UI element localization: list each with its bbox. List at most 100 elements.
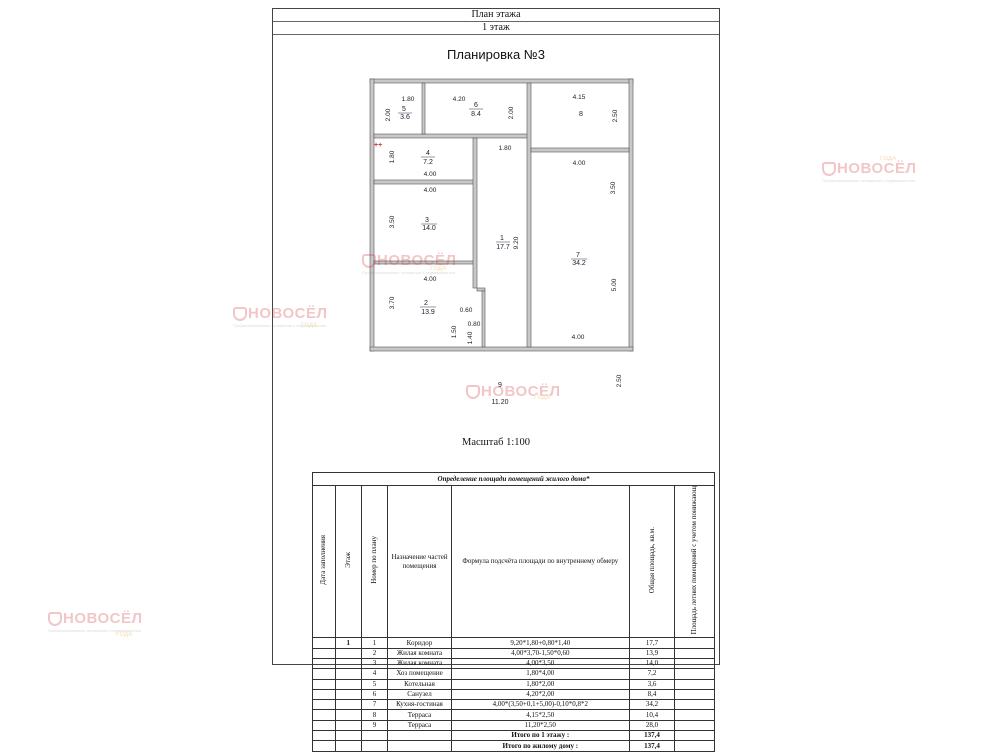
row-formula: 11,20*2,50: [450, 719, 630, 732]
layout-title: Планировка №3: [447, 47, 545, 62]
watermark-years: ГОДА: [301, 323, 318, 329]
floor-label: 1 этаж: [273, 22, 719, 35]
area-table: Определение площади помещений жилого дом…: [312, 472, 715, 752]
total-house-value: 137,4: [628, 740, 676, 752]
watermark-tagline: Профессиональные отношения с недвижимост…: [48, 628, 142, 633]
dim: 9.20: [513, 236, 520, 249]
row-num: 5: [360, 678, 389, 690]
total-floor-label: Итого по 1 этажу :: [450, 730, 630, 742]
sheet-title: План этажа: [273, 9, 719, 22]
row-num: 8: [360, 709, 389, 721]
dim: 3.50: [389, 215, 396, 228]
house-icon: [822, 161, 836, 176]
dimensions: 1.80 4.20 2.00 2.00 4.15 2.50 1.80 1.80 …: [385, 94, 623, 387]
watermark-logo: НОВОСЁЛ Профессиональные отношения с нед…: [233, 305, 328, 329]
watermark-logo: НОВОСЁЛ Профессиональные отношения с нед…: [822, 156, 917, 183]
row-name: Жилая комната: [387, 647, 452, 659]
dim: 0.80: [468, 321, 481, 328]
dim: 5.00: [611, 278, 618, 291]
dim: 4.20: [453, 96, 466, 103]
total-house-row: Итого по жилому дому :137,4: [312, 740, 715, 752]
table-caption: Определение площади помещений жилого дом…: [312, 472, 715, 486]
total-house-label: Итого по жилому дому :: [450, 740, 630, 752]
row-formula: 4,00*3,50: [450, 657, 630, 670]
row-num: 3: [360, 657, 389, 670]
row-area: 14,0: [628, 657, 676, 670]
col-purpose: Назначение частей помещения: [387, 484, 452, 639]
total-floor-value: 137,4: [628, 730, 676, 742]
watermark-brand: НОВОСЁЛ: [63, 610, 143, 627]
col-floor: Этаж: [343, 552, 352, 569]
row-name: Котельная: [387, 678, 452, 690]
watermark-tagline: Профессиональные отношения с недвижимост…: [362, 270, 456, 275]
room-6-area: 8.4: [471, 111, 481, 118]
row-name: Кухня-гостиная: [387, 699, 452, 711]
dim: 4.00: [424, 276, 437, 283]
row-name: Коридор: [387, 637, 452, 649]
row-area: 28,0: [628, 719, 676, 732]
dim: 1.40: [467, 331, 474, 344]
house-icon: [48, 611, 62, 626]
row-formula: 4,15*2,50: [450, 709, 630, 721]
dim: 3.50: [610, 181, 617, 194]
row-area: 3,6: [628, 678, 676, 690]
room-1-num: 1: [500, 235, 504, 242]
row-formula: 1,80*4,00: [450, 668, 630, 680]
house-icon: [233, 306, 247, 321]
room-4-num: 4: [426, 150, 430, 157]
room-2-num: 2: [424, 300, 428, 307]
room-labels: 5 3.6 6 8.4 8 4 7.2 3 14.0 2 13.9 1 17.7…: [398, 102, 587, 406]
watermark-years: ГОДА: [430, 266, 447, 272]
house-icon: [466, 384, 480, 399]
row-area: 13,9: [628, 647, 676, 659]
dim: 2.00: [508, 106, 515, 119]
row-name: Жилая комната: [387, 657, 452, 670]
room-7-num: 7: [576, 252, 580, 259]
room-5-area: 3.6: [400, 114, 410, 121]
floor-cell: 1: [334, 637, 362, 649]
dim: 2.50: [616, 374, 623, 387]
watermark-tagline: Профессиональные отношения с недвижимост…: [233, 323, 327, 328]
row-name: Хоз помещение: [387, 668, 452, 680]
watermark-years: ГОДА: [534, 395, 551, 401]
room-1-area: 17.7: [496, 244, 510, 251]
watermark-brand: НОВОСЁЛ: [481, 383, 561, 400]
row-formula: 1,80*2,00: [450, 678, 630, 690]
dim: 2.00: [385, 108, 392, 121]
watermark-brand: НОВОСЁЛ: [377, 252, 457, 269]
row-area: 17,7: [628, 637, 676, 649]
dim: 0.60: [460, 307, 473, 314]
room-4-area: 7.2: [423, 159, 433, 166]
scale-label: Масштаб 1:100: [461, 437, 530, 448]
dim: 3.70: [389, 296, 396, 309]
watermark-years: ГОДА: [116, 632, 133, 638]
col-num: Номер по плану: [370, 536, 378, 585]
dim: 4.00: [424, 171, 437, 178]
row-area: 10,4: [628, 709, 676, 721]
dim: 1.50: [451, 325, 458, 338]
dim: 4.00: [572, 334, 585, 341]
watermark-logo: НОВОСЁЛ ГОДА: [466, 383, 561, 401]
row-area: 7,2: [628, 668, 676, 680]
room-3-num: 3: [425, 217, 429, 224]
room-7-area: 34.2: [572, 260, 586, 267]
row-num: 2: [360, 647, 389, 659]
watermark-brand: НОВОСЁЛ: [837, 160, 917, 177]
row-num: 6: [360, 688, 389, 701]
room-8-num: 8: [579, 111, 583, 118]
room-2-area: 13.9: [421, 309, 435, 316]
watermark-brand: НОВОСЁЛ: [248, 305, 328, 322]
plus-marks: ++: [374, 142, 382, 149]
row-formula: 4,20*2,00: [450, 688, 630, 701]
col-formula: Формула подсчёта площади по внутреннему …: [450, 484, 630, 639]
row-num: 4: [360, 668, 389, 680]
room-6-num: 6: [474, 102, 478, 109]
